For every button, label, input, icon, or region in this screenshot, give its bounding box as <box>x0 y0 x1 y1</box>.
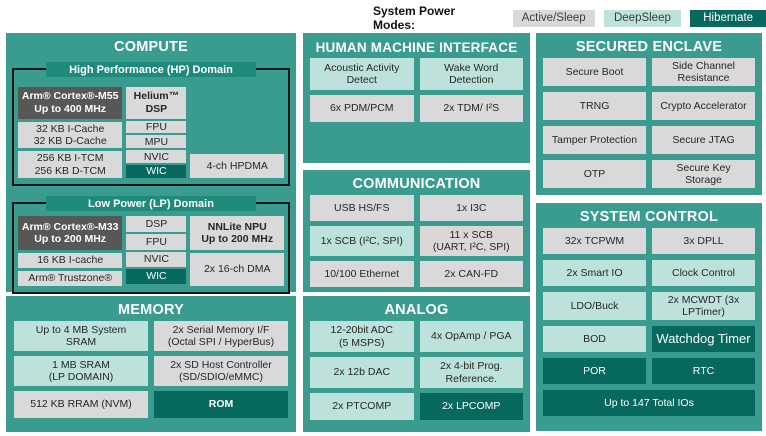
block-lp-dsp: DSP <box>126 216 187 232</box>
block-lpcomp: 2x LPCOMP <box>419 393 523 420</box>
block-secure-jtag: Secure JTAG <box>652 126 755 154</box>
block-side-channel: Side Channel Resistance <box>652 58 755 86</box>
system-control-title: SYSTEM CONTROL <box>579 209 719 225</box>
analog-title: ANALOG <box>384 302 449 318</box>
block-lp-wic: WIC <box>126 269 187 284</box>
secured-enclave-title: SECURED ENCLAVE <box>575 39 723 55</box>
memory-title: MEMORY <box>118 302 184 318</box>
lp-domain-group: Low Power (LP) Domain Arm® Cortex®-M33 U… <box>12 196 290 294</box>
power-modes-legend: System Power Modes: Active/Sleep DeepSle… <box>373 4 766 32</box>
block-tcpwm: 32x TCPWM <box>543 228 646 254</box>
block-ldo-buck: LDO/Buck <box>543 292 646 320</box>
block-hp-fpu: FPU <box>126 120 187 134</box>
secured-enclave-panel: SECURED ENCLAVE Secure Boot Side Channel… <box>536 33 762 195</box>
block-ptcomp: 2x PTCOMP <box>310 393 414 420</box>
block-wake-word: Wake Word Detection <box>419 58 523 90</box>
legend-swatch-hibernate: Hibernate <box>690 9 766 27</box>
block-usb: USB HS/FS <box>310 195 414 221</box>
block-trustzone: Arm® Trustzone® <box>18 271 123 286</box>
block-scb-1x: 1x SCB (I²C, SPI) <box>310 226 414 256</box>
block-hp-tcm: 256 KB I-TCM 256 KB D-TCM <box>18 151 123 178</box>
block-tamper-protection: Tamper Protection <box>543 126 646 154</box>
block-secure-key-storage: Secure Key Storage <box>652 160 755 188</box>
block-rom: ROM <box>154 391 288 418</box>
block-lp-sram: 1 MB SRAM (LP DOMAIN) <box>14 356 148 386</box>
block-hp-mpu: MPU <box>126 135 187 149</box>
legend-swatch-active-sleep: Active/Sleep <box>512 9 595 27</box>
lp-domain-title: Low Power (LP) Domain <box>46 196 256 211</box>
block-tdm-i2s: 2x TDM/ I²S <box>419 95 523 122</box>
block-pdm-pcm: 6x PDM/PCM <box>310 95 414 122</box>
block-lp-dma: 2x 16-ch DMA <box>190 253 284 286</box>
block-i3c: 1x I3C <box>419 195 523 221</box>
block-dac: 2x 12b DAC <box>310 357 414 388</box>
block-cortex-m33: Arm® Cortex®-M33 Up to 200 MHz <box>18 216 123 250</box>
block-system-sram: Up to 4 MB System SRAM <box>14 321 148 351</box>
compute-title: COMPUTE <box>114 39 188 55</box>
block-lp-fpu: FPU <box>126 234 187 250</box>
block-secure-boot: Secure Boot <box>543 58 646 86</box>
block-hpdma: 4-ch HPDMA <box>190 154 284 178</box>
block-smart-io: 2x Smart IO <box>543 260 646 286</box>
block-mcwdt: 2x MCWDT (3x LPTimer) <box>652 292 755 320</box>
hp-domain-title: High Performance (HP) Domain <box>46 62 256 77</box>
analog-panel: ANALOG 12-20bit ADC (5 MSPS) 4x OpAmp / … <box>303 296 530 432</box>
block-lp-icache: 16 KB I-cache <box>18 253 123 268</box>
block-bod: BOD <box>543 326 646 352</box>
block-clock-control: Clock Control <box>652 260 755 286</box>
legend-title: System Power Modes: <box>373 4 456 32</box>
block-opamp-pga: 4x OpAmp / PGA <box>419 321 523 352</box>
block-sd-host: 2x SD Host Controller (SD/SDIO/eMMC) <box>154 356 288 386</box>
block-rram: 512 KB RRAM (NVM) <box>14 391 148 418</box>
block-dpll: 3x DPLL <box>652 228 755 254</box>
block-por: POR <box>543 358 646 384</box>
legend-swatch-deepsleep: DeepSleep <box>603 9 682 27</box>
block-prog-reference: 2x 4-bit Prog. Reference. <box>419 357 523 388</box>
block-otp: OTP <box>543 160 646 188</box>
system-control-panel: SYSTEM CONTROL 32x TCPWM 3x DPLL 2x Smar… <box>536 203 762 431</box>
block-crypto-accelerator: Crypto Accelerator <box>652 92 755 120</box>
block-ethernet: 10/100 Ethernet <box>310 261 414 287</box>
block-can-fd: 2x CAN-FD <box>419 261 523 287</box>
hmi-title: HUMAN MACHINE INTERFACE <box>315 40 518 55</box>
block-hp-cache: 32 KB I-Cache 32 KB D-Cache <box>18 121 123 149</box>
hp-domain-group: High Performance (HP) Domain Arm® Cortex… <box>12 62 290 186</box>
block-scb-11x: 11 x SCB (UART, I²C, SPI) <box>419 226 523 256</box>
block-nnlite-npu: NNLite NPU Up to 200 MHz <box>190 216 284 250</box>
block-rtc: RTC <box>652 358 755 384</box>
block-trng: TRNG <box>543 92 646 120</box>
block-acoustic-activity: Acoustic Activity Detect <box>310 58 414 90</box>
block-lp-nvic: NVIC <box>126 252 187 267</box>
communication-title: COMMUNICATION <box>352 176 481 192</box>
block-helium-dsp: Helium™ DSP <box>126 87 187 119</box>
compute-panel: COMPUTE High Performance (HP) Domain Arm… <box>6 33 296 294</box>
communication-panel: COMMUNICATION USB HS/FS 1x I3C 1x SCB (I… <box>303 170 530 292</box>
block-watchdog-timer: Watchdog Timer <box>652 326 755 352</box>
block-hp-nvic: NVIC <box>126 150 187 164</box>
memory-panel: MEMORY Up to 4 MB System SRAM 2x Serial … <box>6 296 296 432</box>
block-hp-wic: WIC <box>126 165 187 178</box>
block-cortex-m55: Arm® Cortex®-M55 Up to 400 MHz <box>18 87 123 119</box>
hmi-panel: HUMAN MACHINE INTERFACE Acoustic Activit… <box>303 33 530 163</box>
block-serial-memory-if: 2x Serial Memory I/F (Octal SPI / HyperB… <box>154 321 288 351</box>
block-adc: 12-20bit ADC (5 MSPS) <box>310 321 414 352</box>
block-total-ios: Up to 147 Total IOs <box>543 390 755 416</box>
